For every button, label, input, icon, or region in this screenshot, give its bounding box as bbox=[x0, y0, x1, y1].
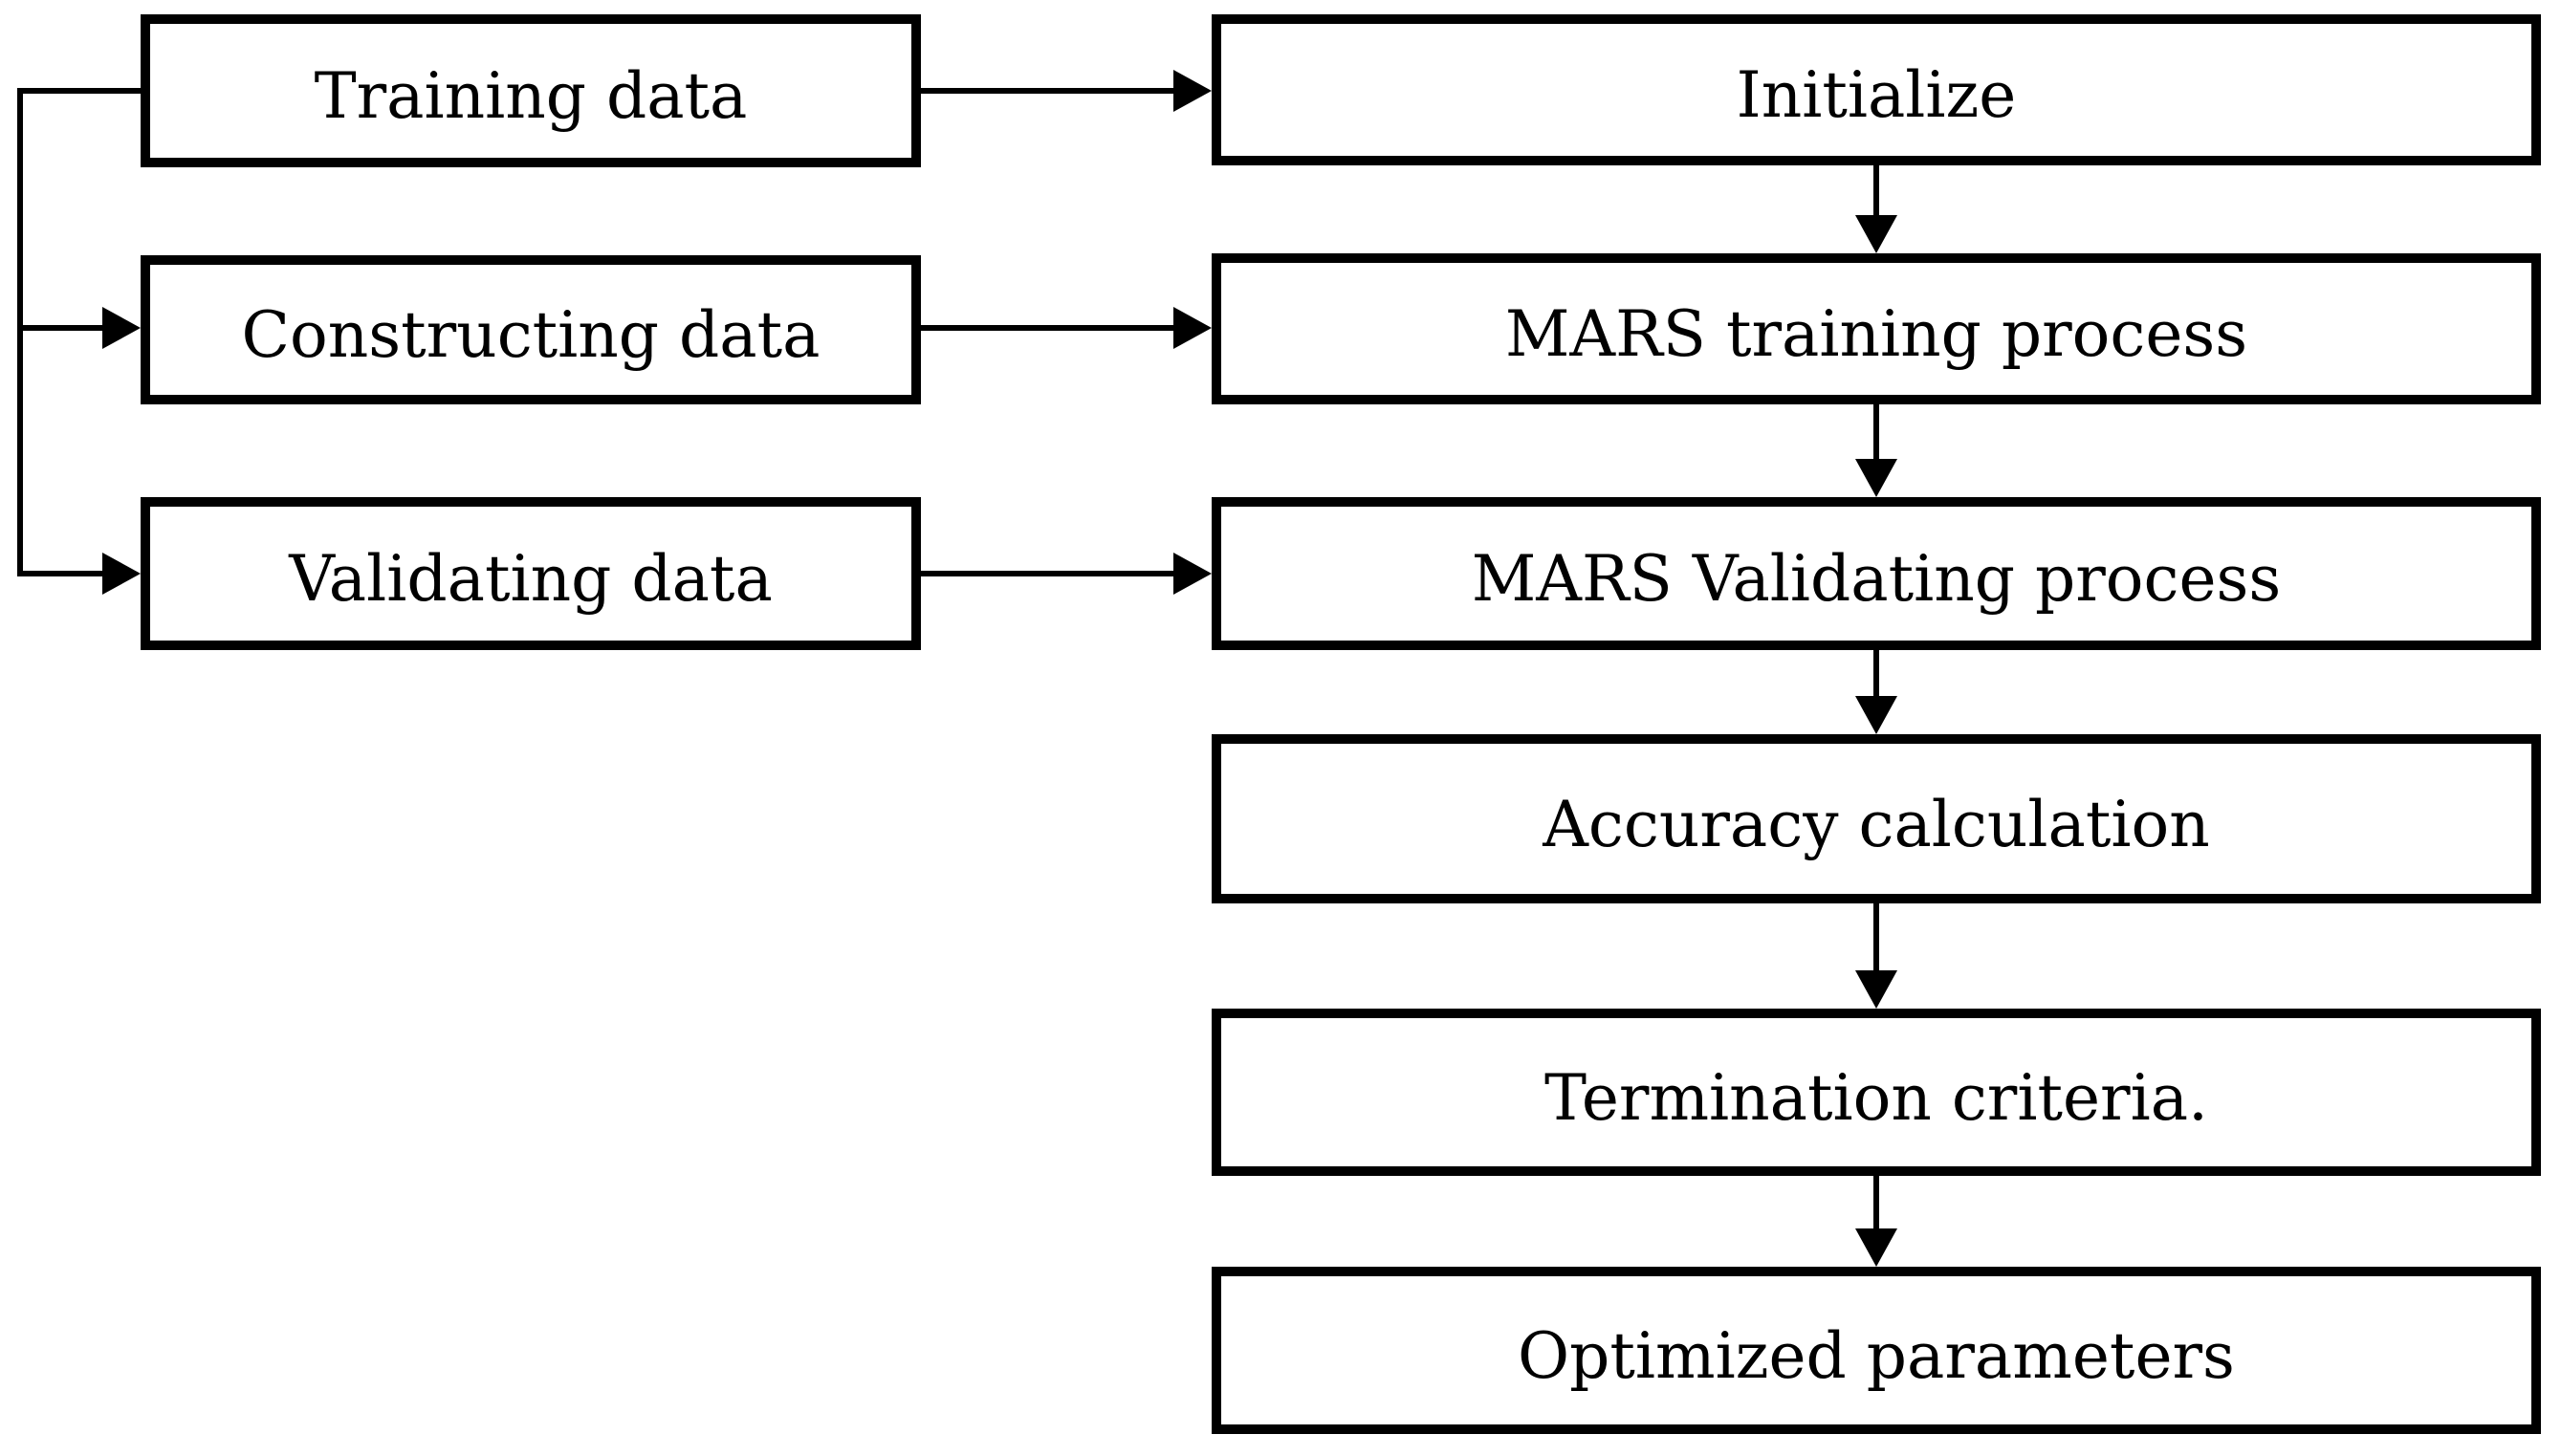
arrow-line-mars-validating-to-accuracy bbox=[1873, 650, 1879, 696]
node-mars-training-process-label: MARS training process bbox=[1504, 297, 2248, 371]
arrowhead-validating-to-mars-validating bbox=[1173, 553, 1212, 595]
arrowhead-training-to-initialize bbox=[1173, 70, 1212, 112]
arrowhead-mars-training-to-mars-validating bbox=[1855, 459, 1897, 497]
arrowhead-constructing-to-mars-training bbox=[1173, 307, 1212, 349]
node-termination-criteria: Termination criteria. bbox=[1212, 1009, 2541, 1176]
arrow-line-constructing-to-mars-training bbox=[921, 325, 1173, 331]
arrowhead-mars-validating-to-accuracy bbox=[1855, 696, 1897, 734]
node-termination-criteria-label: Termination criteria. bbox=[1543, 1060, 2209, 1135]
node-optimized-parameters: Optimized parameters bbox=[1212, 1267, 2541, 1434]
arrowhead-termination-to-optimized bbox=[1855, 1228, 1897, 1267]
branch-connector-vertical-segment bbox=[17, 88, 23, 576]
node-accuracy-calculation-label: Accuracy calculation bbox=[1543, 787, 2210, 861]
node-accuracy-calculation: Accuracy calculation bbox=[1212, 734, 2541, 903]
node-optimized-parameters-label: Optimized parameters bbox=[1518, 1318, 2235, 1393]
node-mars-validating-process-label: MARS Validating process bbox=[1471, 542, 2282, 616]
arrow-line-termination-to-optimized bbox=[1873, 1176, 1879, 1228]
arrowhead-branch-to-validating-data bbox=[102, 553, 141, 595]
arrow-line-accuracy-to-termination bbox=[1873, 903, 1879, 970]
arrowhead-branch-to-constructing-data bbox=[102, 307, 141, 349]
node-mars-validating-process: MARS Validating process bbox=[1212, 497, 2541, 650]
node-mars-training-process: MARS training process bbox=[1212, 253, 2541, 404]
node-constructing-data-label: Constructing data bbox=[241, 298, 821, 372]
node-initialize-label: Initialize bbox=[1736, 58, 2017, 132]
arrow-line-validating-to-mars-validating bbox=[921, 571, 1173, 576]
arrow-line-training-to-initialize bbox=[921, 88, 1173, 94]
node-validating-data: Validating data bbox=[141, 497, 921, 650]
branch-connector-top-segment bbox=[17, 88, 141, 94]
node-validating-data-label: Validating data bbox=[289, 542, 773, 616]
node-constructing-data: Constructing data bbox=[141, 255, 921, 404]
arrow-line-mars-training-to-mars-validating bbox=[1873, 404, 1879, 459]
node-initialize: Initialize bbox=[1212, 14, 2541, 165]
arrowhead-initialize-to-mars-training bbox=[1855, 215, 1897, 253]
arrowhead-accuracy-to-termination bbox=[1855, 970, 1897, 1009]
arrow-line-branch-to-validating-data bbox=[17, 571, 102, 576]
node-training-data: Training data bbox=[141, 14, 921, 167]
node-training-data-label: Training data bbox=[314, 59, 748, 133]
arrow-line-branch-to-constructing-data bbox=[17, 325, 102, 331]
arrow-line-initialize-to-mars-training bbox=[1873, 165, 1879, 215]
